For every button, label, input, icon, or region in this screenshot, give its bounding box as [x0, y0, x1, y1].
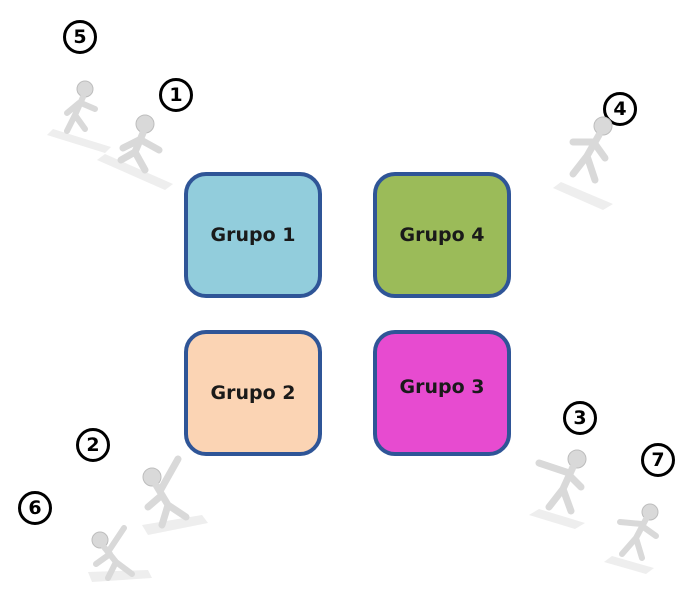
- number-badge-6: 6: [18, 491, 52, 525]
- group-2-label: Grupo 2: [210, 382, 296, 404]
- group-4-label: Grupo 4: [399, 224, 485, 246]
- number-3-text: 3: [573, 406, 587, 429]
- number-5-text: 5: [73, 25, 87, 48]
- walker-figure-2-icon: [142, 455, 208, 535]
- number-badge-1: 1: [159, 78, 193, 112]
- group-3-label: Grupo 3: [399, 376, 485, 398]
- walker-figure-4-icon: [553, 116, 613, 210]
- group-4-box: Grupo 4: [373, 172, 511, 298]
- number-1-text: 1: [169, 83, 183, 106]
- group-3-box: Grupo 3: [373, 330, 511, 456]
- walker-figure-3-icon: [529, 449, 587, 529]
- number-2-text: 2: [86, 433, 100, 456]
- number-7-text: 7: [651, 448, 665, 471]
- walker-figure-7-icon: [604, 503, 659, 574]
- number-badge-3: 3: [563, 401, 597, 435]
- walker-figure-1-icon: [97, 114, 173, 190]
- number-6-text: 6: [28, 496, 42, 519]
- group-1-label: Grupo 1: [210, 224, 296, 246]
- group-1-box: Grupo 1: [184, 172, 322, 298]
- number-badge-5: 5: [63, 20, 97, 54]
- walker-figure-5-icon: [47, 80, 111, 153]
- walker-figure-6-icon: [88, 525, 152, 582]
- number-badge-7: 7: [641, 443, 675, 477]
- number-4-text: 4: [613, 97, 627, 120]
- number-badge-2: 2: [76, 428, 110, 462]
- group-2-box: Grupo 2: [184, 330, 322, 456]
